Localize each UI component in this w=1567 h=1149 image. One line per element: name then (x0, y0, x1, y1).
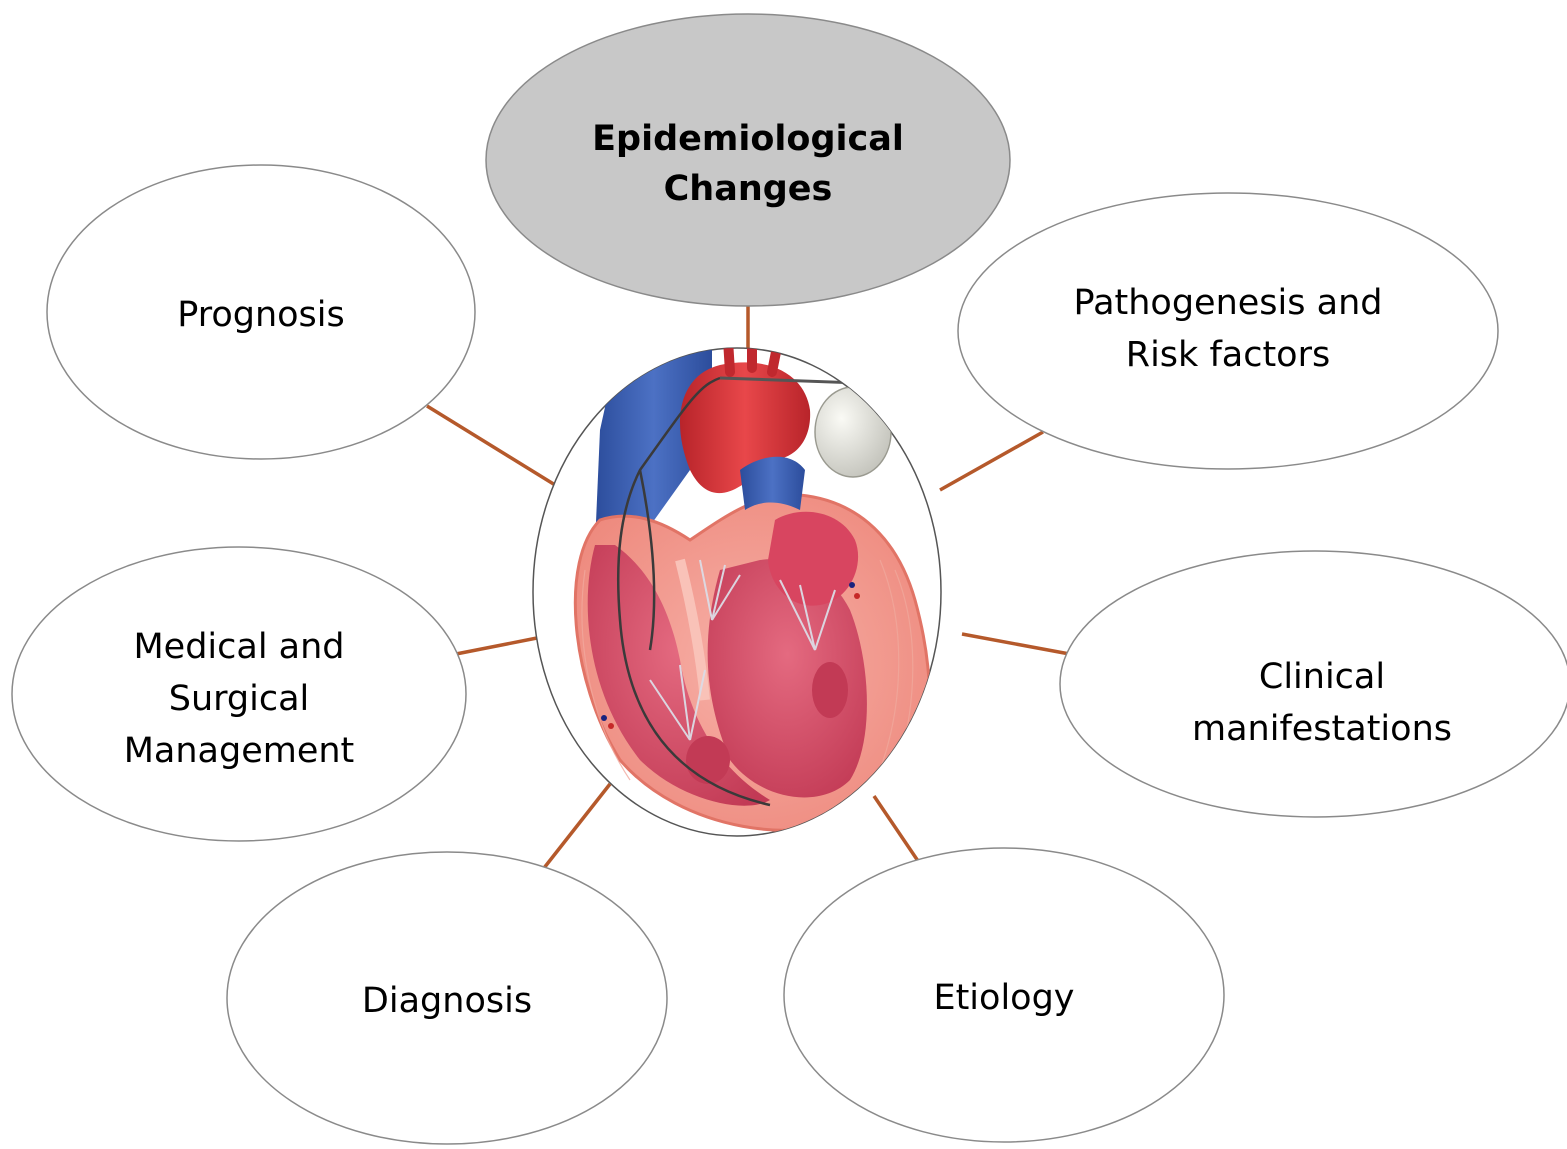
node-label-line2: Risk factors (1126, 335, 1330, 375)
connector-pathogenesis (940, 432, 1043, 490)
node-label-line1: Pathogenesis and (1074, 283, 1383, 323)
node-epidemiological-changes: Epidemiological Changes (486, 14, 1010, 306)
heart-cross-section-with-pacemaker-icon (533, 330, 941, 836)
node-label-line1: Prognosis (177, 295, 345, 335)
node-label-line2: manifestations (1192, 709, 1452, 749)
connector-diagnosis (544, 784, 610, 868)
node-label-line1: Medical and (133, 627, 344, 667)
node-medical-and-surgical-management: Medical and Surgical Management (12, 547, 466, 841)
node-prognosis: Prognosis (47, 165, 475, 459)
node-label-line3: Management (124, 731, 355, 771)
node-label-line2: Changes (664, 169, 833, 209)
node-label-line1: Etiology (933, 978, 1074, 1018)
connector-prognosis (427, 406, 560, 488)
node-ellipse (958, 193, 1498, 469)
node-label-line1: Epidemiological (592, 119, 904, 159)
node-label-line2: Surgical (169, 679, 310, 719)
node-ellipse (486, 14, 1010, 306)
connector-clinical (962, 634, 1075, 655)
node-label-line1: Clinical (1259, 657, 1385, 697)
node-etiology: Etiology (784, 848, 1224, 1142)
node-pathogenesis-and-risk-factors: Pathogenesis and Risk factors (958, 193, 1498, 469)
node-label-line1: Diagnosis (362, 981, 532, 1021)
connector-etiology (874, 796, 918, 861)
connector-management (456, 638, 537, 654)
node-diagnosis: Diagnosis (227, 852, 667, 1144)
node-clinical-manifestations: Clinical manifestations (1060, 551, 1567, 817)
